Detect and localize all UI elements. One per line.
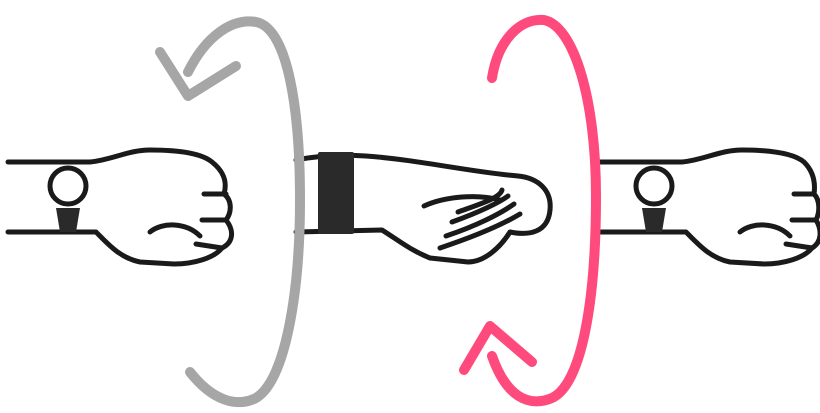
middle-arm-open-hand [296, 152, 550, 262]
left-arm-fist [8, 150, 232, 264]
right-arm-fist [596, 150, 820, 264]
